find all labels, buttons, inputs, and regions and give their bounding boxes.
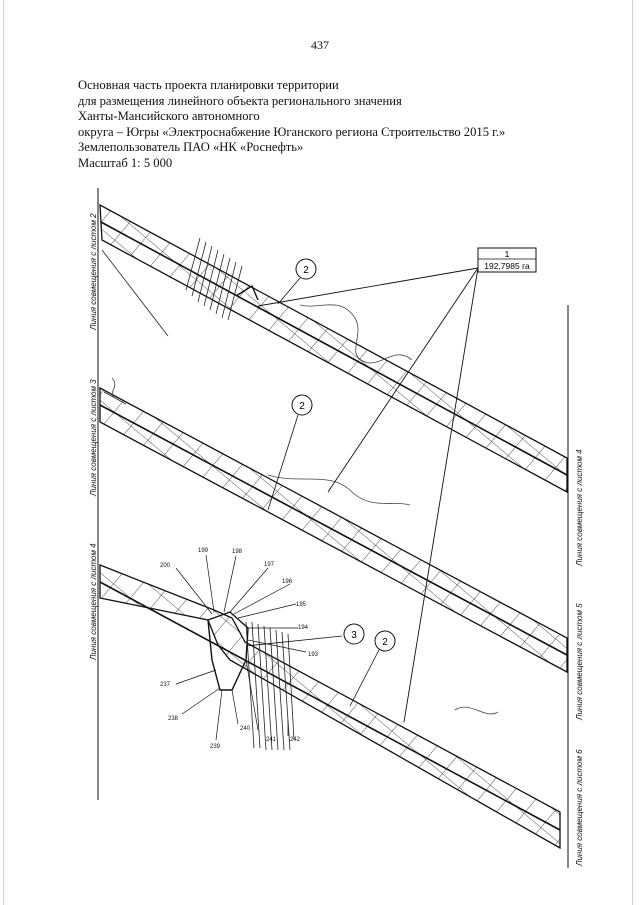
heading-line: для размещения линейного объекта региона… bbox=[78, 93, 402, 108]
scan-edge-left bbox=[3, 0, 4, 905]
svg-text:3: 3 bbox=[351, 630, 357, 641]
corridor-2 bbox=[99, 386, 568, 674]
point-label: 194 bbox=[298, 625, 309, 631]
circle-leader-lines bbox=[245, 277, 381, 707]
circle-label: 2 bbox=[291, 394, 313, 416]
corridor-1 bbox=[99, 203, 568, 494]
point-label: 242 bbox=[290, 737, 301, 743]
circle-label: 2 bbox=[295, 258, 317, 280]
crossing-hatching bbox=[185, 237, 243, 321]
scan-edge-right bbox=[632, 0, 633, 905]
area-leader-lines bbox=[257, 267, 479, 723]
area-label-box: 1 192,7985 га bbox=[477, 247, 537, 273]
sheet-heading: Основная часть проекта планировки террит… bbox=[78, 78, 598, 172]
match-line-label: Линия совмещения с листом 2 bbox=[89, 213, 98, 331]
page-number: 437 bbox=[311, 38, 329, 52]
contour-line bbox=[299, 304, 413, 364]
contour-line bbox=[267, 474, 411, 506]
contour-line bbox=[454, 706, 499, 715]
point-label: 200 bbox=[160, 563, 171, 569]
heading-scale: Масштаб 1: 5 000 bbox=[78, 155, 173, 170]
point-label: 199 bbox=[198, 548, 209, 554]
svg-text:2: 2 bbox=[303, 265, 309, 276]
thin-line bbox=[101, 249, 169, 337]
match-line-label: Линия совмещения с листом 4 bbox=[89, 543, 98, 661]
circle-label: 3 bbox=[343, 623, 365, 645]
heading-line: Ханты-Мансийского автономного bbox=[78, 109, 260, 124]
road-marker bbox=[235, 284, 259, 301]
point-label: 238 bbox=[168, 716, 179, 722]
point-label: 193 bbox=[308, 652, 319, 658]
match-line-label: Линия совмещения с листом 6 bbox=[575, 749, 584, 867]
point-label: 196 bbox=[282, 579, 293, 585]
point-label: 195 bbox=[296, 602, 307, 608]
contour-line bbox=[111, 377, 116, 399]
point-label: 237 bbox=[160, 682, 171, 688]
svg-text:2: 2 bbox=[382, 637, 388, 648]
point-label: 241 bbox=[266, 737, 277, 743]
thin-line bbox=[103, 391, 127, 405]
heading-line: Основная часть проекта планировки террит… bbox=[78, 78, 339, 92]
svg-text:2: 2 bbox=[299, 401, 305, 412]
point-leader-lines bbox=[175, 554, 307, 741]
area-value: 192,7985 га bbox=[484, 261, 530, 271]
corridor-3 bbox=[99, 564, 561, 850]
match-line-label: Линия совмещения с листом 5 bbox=[575, 603, 584, 721]
point-label: 239 bbox=[210, 744, 221, 750]
point-label: 198 bbox=[232, 549, 243, 555]
point-label: 240 bbox=[240, 726, 251, 732]
area-number: 1 bbox=[505, 249, 510, 259]
heading-line: Землепользователь ПАО «НК «Роснефть» bbox=[78, 140, 304, 155]
circle-label: 2 bbox=[374, 630, 396, 652]
heading-line: округа – Югры «Электроснабжение Юганског… bbox=[78, 124, 506, 139]
match-line-label: Линия совмещения с листом 3 bbox=[89, 379, 98, 497]
point-label: 197 bbox=[264, 562, 275, 568]
match-line-label: Линия совмещения с листом 4 bbox=[575, 449, 584, 567]
